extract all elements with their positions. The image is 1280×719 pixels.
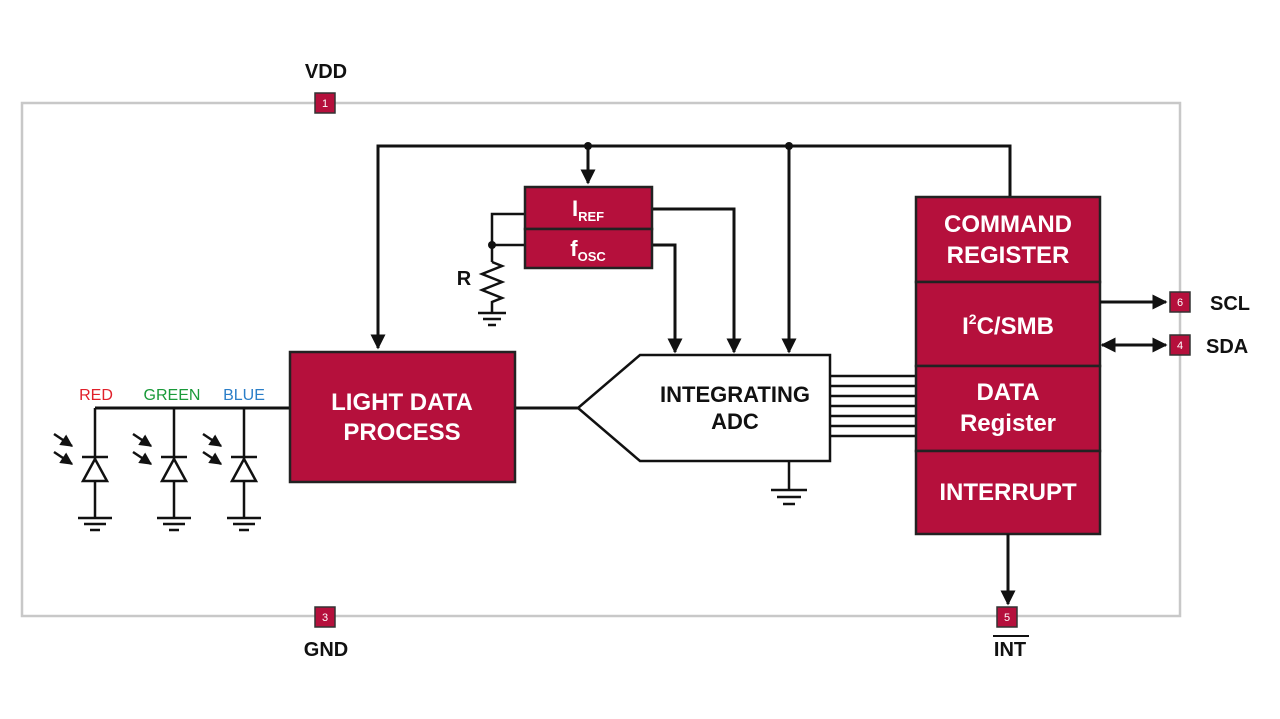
resistor-label: R <box>457 268 472 290</box>
resistor-r: R <box>457 212 525 327</box>
i2c-pre: I <box>962 313 969 340</box>
iref-main: I <box>572 196 578 221</box>
svg-text:fOSC: fOSC <box>570 236 606 264</box>
pin-vdd: 1 VDD <box>305 61 347 114</box>
adc-line2: ADC <box>711 409 759 434</box>
red-label: RED <box>79 387 113 404</box>
photodiode-red: RED <box>53 387 113 532</box>
light-data-process-block: LIGHT DATA PROCESS <box>288 350 517 484</box>
fosc-block: fOSC <box>523 227 654 270</box>
pin-gnd-label: GND <box>304 639 348 661</box>
data-reg-line1: DATA <box>976 379 1039 406</box>
pin-scl-label: SCL <box>1210 293 1250 315</box>
i2c-sup: 2 <box>969 311 977 327</box>
i2c-post: C/SMB <box>977 313 1054 340</box>
pin-sda: 4 SDA <box>1169 334 1248 358</box>
light-data-line1: LIGHT DATA <box>331 389 473 416</box>
pin-scl-number: 6 <box>1177 297 1183 309</box>
blue-label: BLUE <box>223 387 265 404</box>
integrating-adc: INTEGRATING ADC <box>576 353 832 506</box>
pin-int-label: INT <box>994 639 1026 661</box>
iref-block: IREF <box>523 185 654 231</box>
fosc-main: f <box>570 236 578 261</box>
pin-int: 5 INT <box>993 606 1029 661</box>
iref-sub: REF <box>578 209 604 224</box>
command-register-block: COMMAND REGISTER <box>914 195 1102 284</box>
adc-line1: INTEGRATING <box>660 382 810 407</box>
adc-data-bus <box>830 374 916 438</box>
data-register-block: DATA Register <box>914 364 1102 453</box>
pin-int-number: 5 <box>1004 612 1010 624</box>
fosc-sub: OSC <box>578 249 607 264</box>
pin-vdd-label: VDD <box>305 61 347 83</box>
command-line2: REGISTER <box>947 242 1070 269</box>
io-wires <box>1000 294 1168 606</box>
photodiode-blue: BLUE <box>202 387 265 532</box>
interrupt-label: INTERRUPT <box>939 479 1077 506</box>
pin-gnd-number: 3 <box>322 612 328 624</box>
pin-scl: 6 SCL <box>1169 291 1250 315</box>
power-bus <box>370 142 1012 354</box>
pin-vdd-number: 1 <box>322 98 328 110</box>
chip-outline <box>20 101 1182 618</box>
light-data-line2: PROCESS <box>343 419 460 446</box>
command-line1: COMMAND <box>944 211 1072 238</box>
pin-sda-number: 4 <box>1177 340 1183 352</box>
interrupt-block: INTERRUPT <box>914 449 1102 536</box>
data-reg-line2: Register <box>960 410 1056 437</box>
pin-sda-label: SDA <box>1206 336 1248 358</box>
svg-text:I2C/SMB: I2C/SMB <box>962 311 1054 340</box>
i2c-smb-block: I2C/SMB <box>914 280 1102 368</box>
green-label: GREEN <box>144 387 201 404</box>
photodiode-green: GREEN <box>132 387 201 532</box>
svg-text:IREF: IREF <box>572 196 604 224</box>
pin-gnd: 3 GND <box>304 606 348 661</box>
reference-wires <box>652 207 742 354</box>
